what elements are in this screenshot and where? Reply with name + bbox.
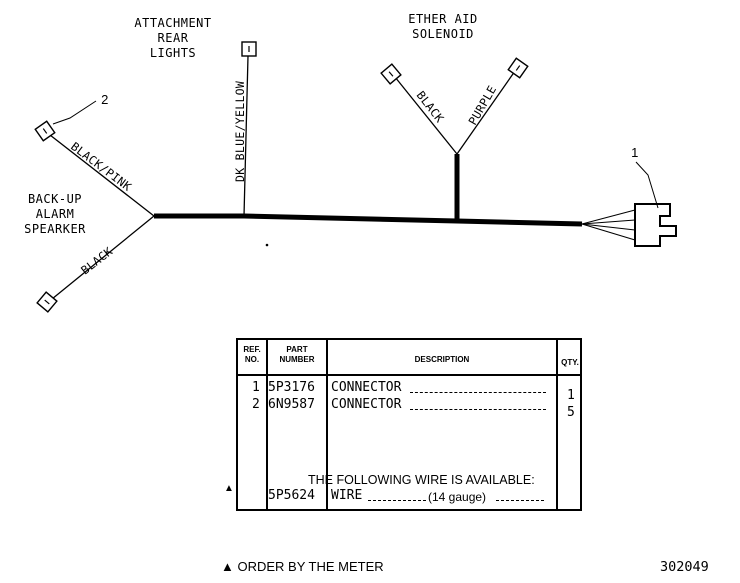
wire-label-purple: PURPLE xyxy=(465,83,499,128)
header-ref-no: REF. NO. xyxy=(238,345,266,365)
drawing-number: 302049 xyxy=(660,559,709,575)
wire-leader-left xyxy=(368,500,426,501)
row-1-desc: CONNECTOR xyxy=(331,380,402,395)
connector-attachment-lights xyxy=(241,41,257,57)
label-backup-line-1: BACK-UP xyxy=(27,192,83,206)
backup-black-wire xyxy=(51,215,155,300)
label-ether-aid-solenoid: ETHER AID SOLENOID xyxy=(398,12,488,42)
header-ref-line-2: NO. xyxy=(244,355,260,364)
wire-leader-right xyxy=(496,500,544,501)
row-2-part: 6N9587 xyxy=(268,397,315,412)
label-backup-line-3: SPEARKER xyxy=(24,222,86,236)
row-1-part: 5P3176 xyxy=(268,380,315,395)
header-qty: QTY. xyxy=(561,358,579,367)
ether-purple-wire xyxy=(456,70,516,155)
wire-label-black-pink: BLACK/PINK xyxy=(68,139,134,194)
callout-2-leader xyxy=(52,100,97,125)
connector-backup-upper xyxy=(34,120,56,142)
connector-backup-lower xyxy=(36,291,58,313)
label-ether-line-1: ETHER AID xyxy=(408,12,478,26)
connector-ether-purple xyxy=(507,57,529,79)
label-attachment-line-2: REAR xyxy=(157,31,189,45)
main-connector xyxy=(581,203,677,247)
row-1-qty: 1 xyxy=(567,388,575,403)
label-backup-alarm-speaker: BACK-UP ALARM SPEARKER xyxy=(20,192,90,237)
callout-2: 2 xyxy=(101,92,109,107)
order-by-meter-note: ▲ ORDER BY THE METER xyxy=(221,559,384,574)
connector-ether-black xyxy=(380,63,402,85)
header-description: DESCRIPTION xyxy=(414,355,470,364)
wire-label-dk-blue-yellow: DK BLUE/YELLOW xyxy=(233,81,247,182)
table-divider xyxy=(556,340,558,509)
label-attachment-rear-lights: ATTACHMENT REAR LIGHTS xyxy=(128,16,218,61)
wire-gauge: (14 gauge) xyxy=(428,490,487,504)
header-ref-line-1: REF. xyxy=(243,345,261,354)
wire-available-note: THE FOLLOWING WIRE IS AVAILABLE: xyxy=(308,473,535,487)
row-2-leader xyxy=(410,409,546,410)
order-by-meter-marker: ▲ xyxy=(224,483,234,494)
main-harness-trunk xyxy=(154,213,583,227)
ether-black-wire xyxy=(394,76,458,155)
wire-part-number: 5P5624 xyxy=(268,488,315,503)
label-backup-line-2: ALARM xyxy=(35,207,75,221)
parts-table: REF. NO. PART NUMBER DESCRIPTION QTY. 1 … xyxy=(236,338,582,511)
table-header-divider xyxy=(238,374,580,376)
table-divider xyxy=(326,340,328,509)
row-2-desc: CONNECTOR xyxy=(331,397,402,412)
row-1-leader xyxy=(410,392,546,393)
header-part-number: PART NUMBER xyxy=(268,345,326,365)
label-attachment-line-1: ATTACHMENT xyxy=(134,16,212,30)
row-2-ref: 2 xyxy=(252,397,260,412)
backup-black-pink-wire xyxy=(49,134,155,217)
callout-1-leader xyxy=(635,161,659,209)
header-part-line-2: NUMBER xyxy=(279,355,315,364)
table-divider xyxy=(266,340,268,509)
label-ether-line-2: SOLENOID xyxy=(412,27,474,41)
row-1-ref: 1 xyxy=(252,380,260,395)
wire-label-black-lower: BLACK xyxy=(78,244,115,277)
attachment-lights-wire xyxy=(243,55,249,217)
row-2-qty: 5 xyxy=(567,405,575,420)
header-part-line-1: PART xyxy=(286,345,308,354)
callout-1: 1 xyxy=(631,145,639,160)
label-attachment-line-3: LIGHTS xyxy=(149,46,197,60)
wire-desc: WIRE xyxy=(331,488,363,503)
